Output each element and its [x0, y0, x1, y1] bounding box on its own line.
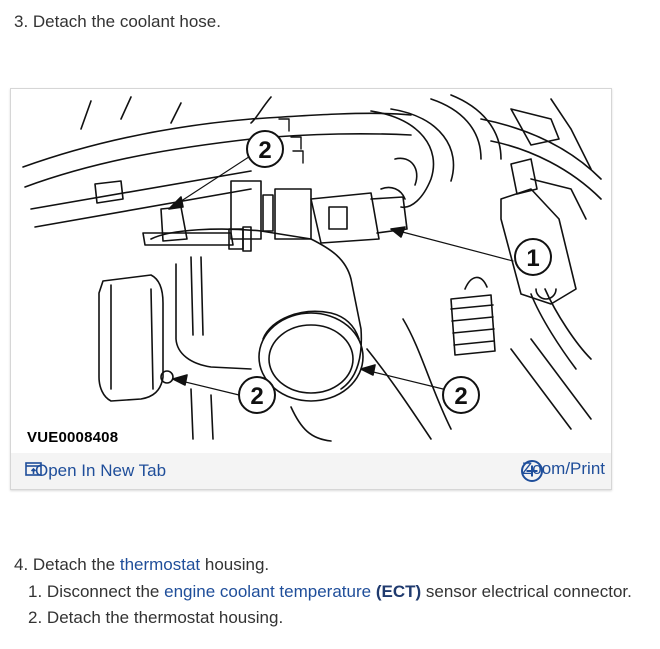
step-4-suffix: housing. [200, 555, 270, 574]
substep-1-number: 1. [28, 582, 43, 601]
callout-2-bottom-left: 2 [250, 383, 263, 410]
zoom-print-label: Zoom/Print [521, 459, 605, 478]
step-4-title: 4. Detach the thermostat housing. [14, 555, 269, 575]
substep-2-text: Detach the thermostat housing. [46, 608, 284, 627]
callout-2-bottom-right: 2 [454, 383, 467, 410]
callout-2-top: 2 [258, 137, 271, 164]
engine-illustration: 2 1 2 2 [22, 94, 602, 442]
callout-1: 1 [526, 245, 539, 272]
thermostat-link[interactable]: thermostat [119, 555, 201, 574]
ect-link[interactable]: engine coolant temperature [164, 582, 372, 601]
open-in-new-tab-link[interactable]: Open In New Tab [25, 461, 166, 481]
figure-toolbar: Open In New Tab Zoom/Print [11, 453, 611, 489]
figure-panel: 2 1 2 2 VUE0008408 Open In New Tab [10, 88, 612, 490]
zoom-print-link[interactable]: Zoom/Print [520, 459, 605, 482]
ect-abbr: (ECT) [375, 582, 422, 601]
step-4-prefix: 4. Detach the [14, 555, 120, 574]
substep-2-number: 2. [28, 608, 43, 627]
substep-1-text: Disconnect the [46, 582, 165, 601]
step-3-title: 3. Detach the coolant hose. [14, 12, 221, 31]
substep-2: 2. Detach the thermostat housing. [28, 608, 283, 628]
figure-id: VUE0008408 [27, 429, 119, 446]
substep-1-suffix: sensor electrical connector. [421, 582, 632, 601]
substep-1: 1. Disconnect the engine coolant tempera… [28, 582, 632, 602]
open-in-new-tab-label: Open In New Tab [35, 461, 167, 480]
